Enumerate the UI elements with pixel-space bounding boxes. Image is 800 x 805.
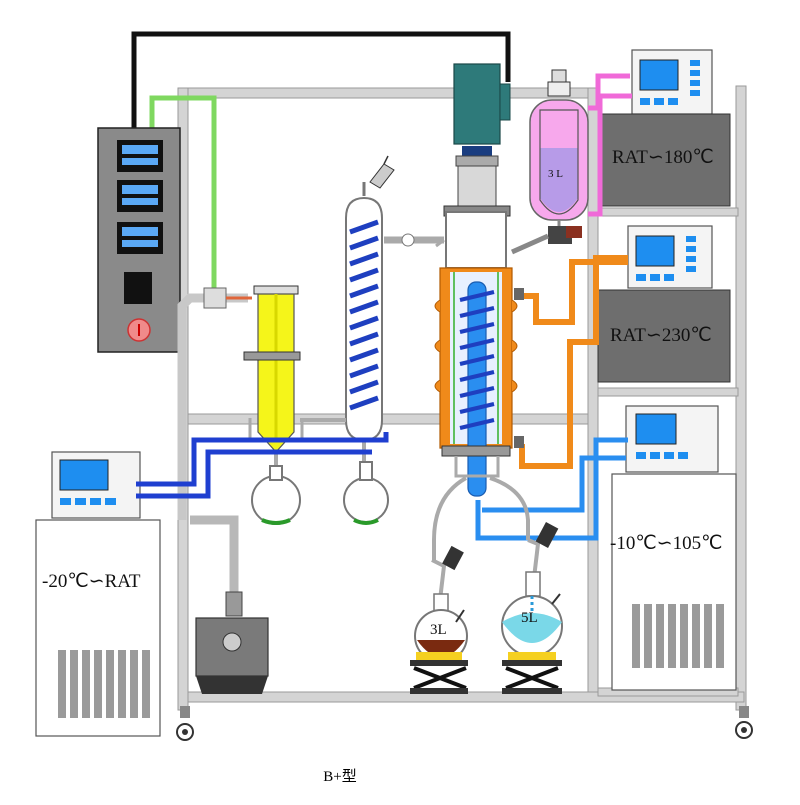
power-cable — [131, 31, 511, 128]
residue-flask — [414, 545, 468, 663]
heater-mid-right — [597, 225, 731, 383]
controller-display-3 — [117, 222, 163, 254]
wiper-motor — [443, 63, 511, 217]
cold-trap-flask — [251, 465, 301, 525]
lab-jack-right — [502, 652, 562, 694]
chiller-left — [35, 451, 161, 737]
vacuum-pump — [190, 515, 269, 694]
power-switch[interactable] — [124, 272, 152, 304]
coolant-line-main — [136, 432, 389, 487]
control-box — [97, 127, 181, 353]
feed-funnel — [510, 69, 589, 255]
hot-oil-line-pink — [588, 73, 630, 111]
caster-right — [735, 706, 753, 739]
feed-funnel-volume-label: 3 L — [548, 168, 563, 180]
chiller-left-range-label: -20℃∽RAT — [42, 571, 141, 592]
coolant-line-right — [475, 437, 628, 541]
controller-display-1 — [117, 140, 163, 172]
model-caption: B+型 — [323, 769, 357, 785]
short-path-evaporator — [434, 211, 524, 497]
chiller-bottom-right-range-label: -10℃∽105℃ — [610, 533, 723, 554]
vacuum-manifold — [177, 293, 248, 520]
condenser-flask — [343, 461, 389, 525]
heater-top-right — [597, 49, 731, 207]
distillate-flask — [501, 522, 563, 657]
heater-top-right-range-label: RAT∽180℃ — [612, 147, 714, 168]
residue-flask-volume-label: 3L — [430, 622, 447, 638]
vacuum-line — [149, 95, 217, 292]
chiller-bottom-right — [611, 405, 737, 691]
caster-left — [176, 706, 194, 741]
heater-mid-right-range-label: RAT∽230℃ — [610, 325, 712, 346]
distillate-flask-volume-label: 5L — [521, 610, 538, 626]
lab-jack-left — [410, 652, 468, 694]
hot-oil-line-orange — [522, 259, 628, 325]
controller-display-2 — [117, 180, 163, 212]
